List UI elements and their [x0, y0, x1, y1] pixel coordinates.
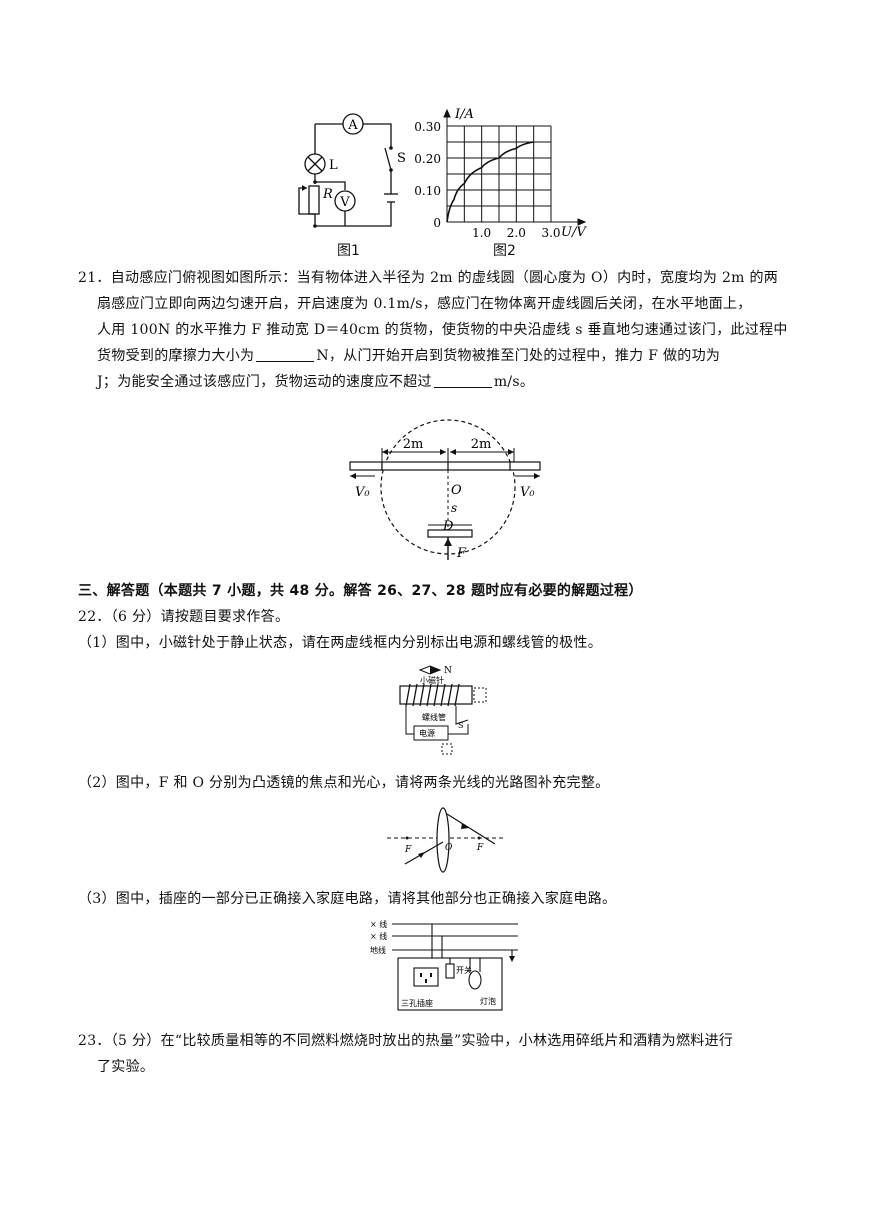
answer-blank-friction[interactable] — [256, 345, 315, 362]
left-width-label: 2m — [403, 437, 424, 452]
ray-arrow-icon — [461, 823, 469, 829]
x-axis-arrow-icon — [577, 218, 587, 226]
solenoid-diagram: N 小磁针 螺线管 S 电源 — [392, 664, 492, 756]
force-arrow-icon — [444, 538, 452, 546]
section-3-heading: 三、解答题（本题共 7 小题，共 48 分。解答 26、27、28 题时应有必要… — [78, 583, 643, 599]
right-width-label: 2m — [471, 437, 492, 452]
ground-wire-label: 地线 — [370, 945, 386, 955]
q21-line-5b: m/s。 — [493, 374, 535, 390]
q21-line-1: 21．自动感应门俯视图如图所示：当有物体进入半径为 2m 的虚线圆（圆心度为 O… — [78, 270, 779, 286]
force-label: F — [456, 546, 467, 561]
q21-line-4a: 货物受到的摩擦力大小为 — [97, 348, 255, 364]
q22-part-3: （3）图中，插座的一部分已正确接入家庭电路，请将其他部分也正确接入家庭电路。 — [78, 891, 617, 907]
switch-s-label: S — [458, 721, 463, 730]
q23-line-2: 了实验。 — [97, 1059, 155, 1075]
x-tick-label: 1.0 — [472, 226, 491, 240]
north-label: N — [444, 666, 452, 676]
path-label: s — [451, 501, 457, 515]
x-tick-label: 2.0 — [507, 226, 526, 240]
y-axis-arrow-icon — [443, 108, 451, 118]
focus-left-label: F — [404, 845, 412, 855]
q21-line-4: 货物受到的摩擦力大小为 N，从门开始开启到货物被推至门处的过程中，推力 F 做的功… — [97, 343, 720, 369]
q21-line-2: 扇感应门立即向两边匀速开启，开启速度为 0.1m/s，感应门在物体离开虚线圆后关… — [97, 296, 752, 312]
power-source-label: 电源 — [419, 728, 435, 738]
solenoid-label: 螺线管 — [422, 712, 446, 722]
q23-line-1: 23．（5 分）在“比较质量相等的不同燃料燃烧时放出的热量”实验中，小林选用碎纸… — [78, 1033, 734, 1049]
x-axis-label: U/V — [561, 225, 587, 240]
switch-label: 开关 — [456, 965, 472, 975]
v-left-label: V₀ — [355, 485, 370, 500]
y-axis-label: I/A — [454, 107, 474, 122]
q22-stem: 22．（6 分）请按题目要求作答。 — [78, 609, 290, 625]
lamp-label: L — [329, 158, 338, 173]
y-tick-label: 0.30 — [415, 120, 441, 134]
switch-label: S — [397, 151, 406, 166]
ammeter-label: A — [347, 118, 358, 133]
center-label: O — [451, 483, 462, 498]
iu-graph-figure-2: 0.30 0.20 0.10 0 1.0 2.0 3.0 I/A U/V 图2 — [414, 100, 590, 260]
q21-line-4b: N，从门开始开启到货物被推至门处的过程中，推力 F 做的功为 — [316, 348, 721, 364]
figure-1-caption: 图1 — [337, 243, 360, 259]
lamp-label: 灯泡 — [480, 996, 496, 1006]
needle-label: 小磁针 — [420, 675, 444, 685]
q22-part-1: （1）图中，小磁针处于静止状态，请在两虚线框内分别标出电源和螺线管的极性。 — [78, 635, 603, 651]
circuit-diagram: A V L R S — [298, 113, 406, 228]
iu-curve — [446, 141, 534, 223]
y-tick-label: 0.10 — [415, 184, 441, 198]
v-right-label: V₀ — [520, 485, 535, 500]
q21-line-3: 人用 100N 的水平推力 F 推动宽 D＝40cm 的货物，使货物的中央沿虚线… — [97, 322, 788, 338]
q21-line-5a: J；为能安全通过该感应门，货物运动的速度应不超过 — [97, 374, 432, 390]
q21-line-5: J；为能安全通过该感应门，货物运动的速度应不超过 m/s。 — [97, 369, 534, 395]
circuit-figure-1: A V L R S 图1 — [285, 108, 415, 259]
rheostat-slider-icon — [302, 185, 307, 191]
answer-blank-speed[interactable] — [433, 371, 492, 388]
optical-center-label: O — [445, 843, 453, 853]
focus-right-label: F — [476, 843, 484, 853]
figure-2-caption: 图2 — [493, 243, 516, 259]
iu-chart: 0.30 0.20 0.10 0 1.0 2.0 3.0 I/A U/V — [414, 107, 587, 240]
live-wire-label: × 线 — [370, 919, 387, 929]
rheostat-label: R — [322, 187, 333, 202]
axes — [446, 112, 583, 223]
ray-arrow-icon — [418, 852, 425, 858]
voltmeter-label: V — [339, 195, 350, 210]
convex-lens-diagram: F O F — [385, 806, 505, 876]
cargo-label: D — [442, 519, 454, 534]
x-tick-label: 3.0 — [541, 226, 560, 240]
socket-label: 三孔插座 — [401, 998, 433, 1008]
y-tick-label: 0.20 — [415, 152, 441, 166]
auto-door-diagram: 2m 2m O s D F V₀ V₀ — [345, 410, 545, 570]
neutral-wire-label: × 线 — [370, 931, 387, 941]
household-circuit-diagram: × 线 × 线 地线 三孔插座 开关 灯泡 — [368, 918, 520, 1014]
q22-part-2: （2）图中，F 和 O 分别为凸透镜的焦点和光心，请将两条光线的光路图补充完整。 — [78, 775, 610, 791]
y-tick-label: 0 — [433, 216, 441, 230]
